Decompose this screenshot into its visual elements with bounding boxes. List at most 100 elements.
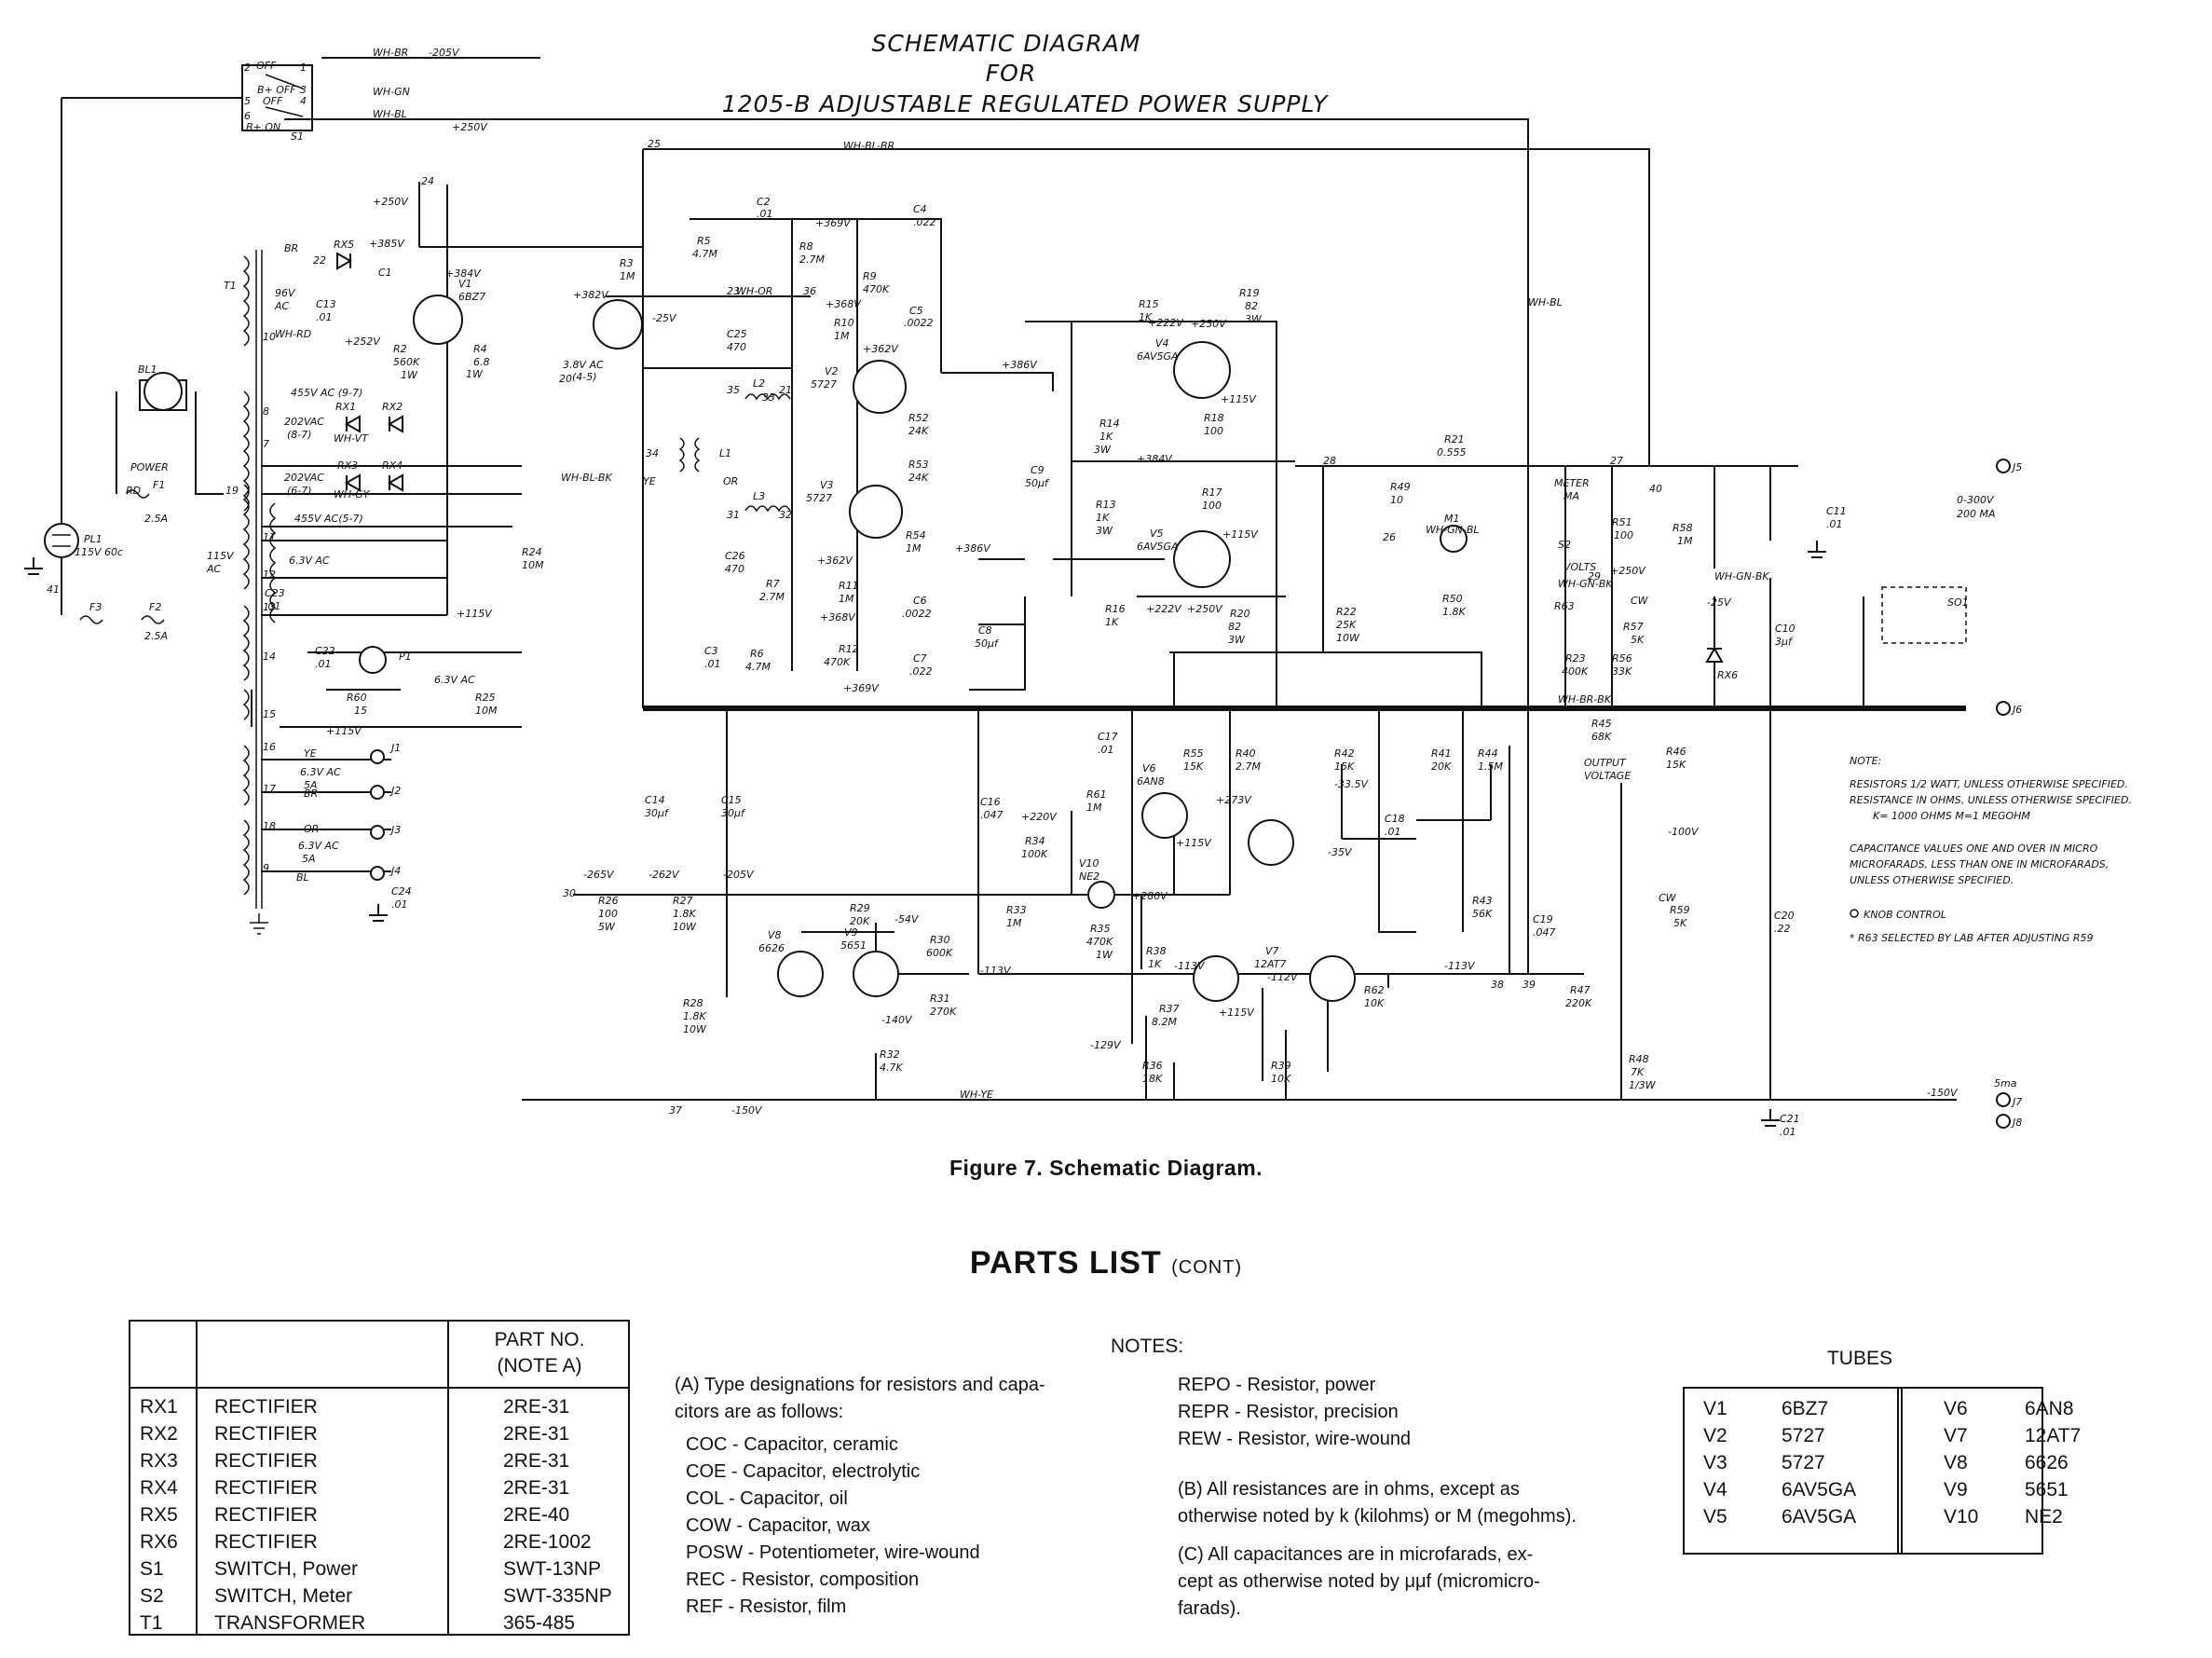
schematic-diagram: SCHEMATIC DIAGRAM FOR 1205-B ADJUSTABLE … xyxy=(24,30,2132,1138)
label-c11: C11 xyxy=(1826,505,1847,517)
label-volts: VOLTS xyxy=(1563,561,1596,573)
label-r13: R13 xyxy=(1096,499,1116,511)
label-r21-val: 0.555 xyxy=(1437,446,1467,459)
svg-text:11: 11 xyxy=(263,531,276,543)
pilot-p1-circle xyxy=(359,646,387,674)
label-r59: R59 xyxy=(1670,904,1690,916)
label-r57: R57 xyxy=(1623,621,1644,633)
label-rx6: RX6 xyxy=(1717,669,1738,681)
label-f2: F2 xyxy=(149,601,161,613)
label-f1: F1 xyxy=(153,479,165,491)
svg-text:24: 24 xyxy=(421,175,434,187)
label-r30-val: 600K xyxy=(926,947,953,959)
note-knob-control: KNOB CONTROL xyxy=(1864,909,1946,921)
wire-code-wh-bl-br: WH-BL-BR xyxy=(843,140,894,152)
svg-text:2: 2 xyxy=(244,62,251,74)
wire-code-wh-bl: WH-BL xyxy=(373,108,407,120)
label-r20: R20 xyxy=(1230,608,1250,620)
label-r14-val: 1K xyxy=(1099,431,1113,443)
label-r46: R46 xyxy=(1666,746,1686,758)
label-r40-val: 2.7M xyxy=(1236,760,1261,773)
switch-labels: OFF OFF B+ OFF B+ ON xyxy=(246,60,296,133)
label-r6: R6 xyxy=(750,648,764,660)
label-r40: R40 xyxy=(1236,747,1256,760)
tube-v3-circle xyxy=(849,485,903,539)
label-c17: C17 xyxy=(1098,731,1118,743)
label-r23: R23 xyxy=(1565,652,1586,665)
label-c1: C1 xyxy=(378,267,392,279)
svg-text:14: 14 xyxy=(263,651,276,663)
tube-type: 6BZ7 xyxy=(1782,1398,1829,1419)
wire-code-wh-gy: WH-GY xyxy=(334,488,371,500)
wire-code-rd: RD xyxy=(126,485,141,497)
svg-text:30: 30 xyxy=(563,887,576,899)
label-j7: J7 xyxy=(2011,1096,2022,1108)
label-63vac-c: 6.3V AC xyxy=(300,766,341,778)
label-plus252v: +252V xyxy=(345,336,381,348)
label-r2-watt: 1W xyxy=(401,369,418,381)
label-v2: V2 xyxy=(825,365,839,377)
wire-code-wh-rd: WH-RD xyxy=(275,328,311,340)
note-line-3: K= 1000 OHMS M=1 MEGOHM xyxy=(1873,810,2030,822)
label-r19: R19 xyxy=(1239,287,1260,299)
label-c23: C23 xyxy=(265,587,285,599)
label-r35-val: 470K xyxy=(1086,936,1113,948)
svg-text:36: 36 xyxy=(803,285,816,297)
type-rec: REC - Resistor, composition xyxy=(686,1569,920,1590)
label-r9-val: 470K xyxy=(863,283,890,295)
label-r30: R30 xyxy=(930,934,950,946)
label-power: POWER xyxy=(130,461,169,473)
label-r28: R28 xyxy=(683,997,703,1009)
label-r25: R25 xyxy=(475,692,496,704)
svg-text:12: 12 xyxy=(263,569,276,581)
label-pl1: PL1 xyxy=(84,533,102,545)
label-r42-val: 15K xyxy=(1334,760,1355,773)
tubes-table: V1 6BZ7 V2 5727 V3 5727 V4 6AV5GA V5 6AV… xyxy=(1683,1387,2081,1555)
label-minus112v: -112V xyxy=(1267,971,1299,983)
label-r29: R29 xyxy=(850,902,870,914)
svg-text:20: 20 xyxy=(559,373,572,385)
label-plus250v-c: +250V xyxy=(1191,318,1227,330)
label-63vac-d: 6.3V AC xyxy=(298,840,339,852)
inductors xyxy=(678,393,791,513)
label-plus250v-e: +250V xyxy=(1610,565,1646,577)
parts-table-divider-1 xyxy=(196,1322,198,1634)
note-a-line-1: (A) Type designations for resistors and … xyxy=(675,1375,1045,1395)
svg-text:18: 18 xyxy=(263,820,276,832)
label-r51-val: 100 xyxy=(1614,529,1633,541)
label-r12: R12 xyxy=(839,643,859,655)
label-r55: R55 xyxy=(1183,747,1204,760)
label-r26-watt: 5W xyxy=(598,921,616,933)
label-v4: V4 xyxy=(1155,337,1169,349)
schematic-notes: NOTE: RESISTORS 1/2 WATT, UNLESS OTHERWI… xyxy=(1850,755,2132,944)
label-plus369v-b: +369V xyxy=(843,682,880,694)
label-r32: R32 xyxy=(880,1048,900,1061)
label-plus115v-e: +115V xyxy=(326,725,362,737)
output-jacks xyxy=(370,459,2011,1129)
label-r14-watt: 3W xyxy=(1094,444,1112,456)
type-coe: COE - Capacitor, electrolytic xyxy=(686,1461,921,1482)
label-c26-val: 470 xyxy=(725,563,744,575)
label-r47: R47 xyxy=(1570,984,1591,996)
label-rx3: RX3 xyxy=(337,459,358,472)
label-r55-val: 15K xyxy=(1183,760,1204,773)
tube-ref: V3 xyxy=(1703,1452,1727,1473)
label-r48-val: 7K xyxy=(1631,1066,1645,1078)
label-plus250v-a: +250V xyxy=(452,121,488,133)
wire-code-wh-br: WH-BR xyxy=(373,47,408,59)
label-v9: V9 xyxy=(844,926,858,939)
label-r34: R34 xyxy=(1025,835,1045,847)
wire-code-wh-gn-bk-b: WH-GN-BK xyxy=(1714,570,1769,582)
tube-v8-circle xyxy=(777,951,824,997)
label-r5: R5 xyxy=(697,235,711,247)
wire-code-or-b: OR xyxy=(304,823,319,835)
label-c22-val: .01 xyxy=(315,658,332,670)
label-r50-val: 1.8K xyxy=(1442,606,1466,618)
label-r53-val: 24K xyxy=(908,472,929,484)
label-v7-type: 12AT7 xyxy=(1254,958,1286,970)
label-r50: R50 xyxy=(1442,593,1463,605)
label-63vac-b: 6.3V AC xyxy=(434,674,475,686)
type-rew: REW - Resistor, wire-wound xyxy=(1178,1429,1412,1449)
label-v2-type: 5727 xyxy=(811,378,837,391)
label-r48-watt: 1/3W xyxy=(1629,1079,1657,1091)
